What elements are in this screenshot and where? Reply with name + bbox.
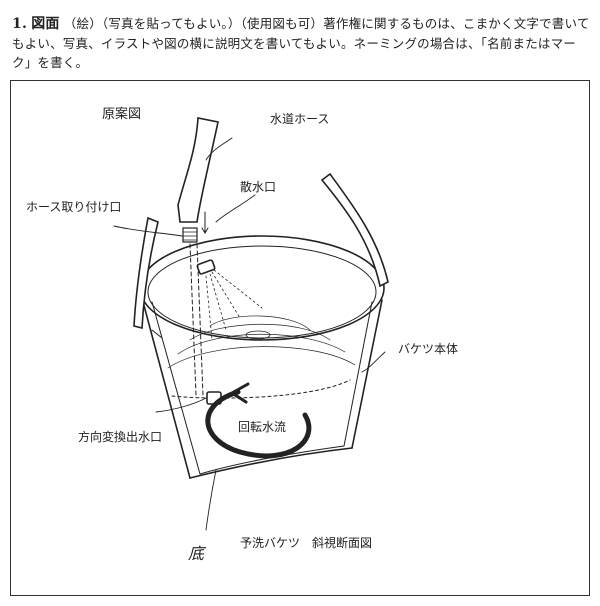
drawing-frame <box>10 80 590 596</box>
bucket-bottom <box>189 447 353 479</box>
rotation-flow-arrow <box>205 389 312 459</box>
label-bottom: 底 <box>188 544 205 563</box>
section-instructions: （絵）（写真を貼ってもよい。）（使用図も可）著作権に関するものは、こまかく文字で… <box>12 16 590 70</box>
label-water-hose: 水道ホース <box>270 112 330 126</box>
section-number: 1. <box>12 16 28 32</box>
label-rotation-flow: 回転水流 <box>238 420 287 434</box>
diagram-caption: 予洗バケツ 斜視断面図 <box>240 536 373 550</box>
section-title: 図面 <box>31 16 60 32</box>
right-handle <box>320 172 389 288</box>
label-hose-inlet: ホース取り付け口 <box>26 200 122 214</box>
diagram-title: 原案図 <box>102 107 142 122</box>
hose-shape <box>177 117 219 223</box>
bucket-wall <box>141 297 191 479</box>
instruction-text: 1. 図面 （絵）（写真を貼ってもよい。）（使用図も可）著作権に関するものは、こ… <box>12 14 590 72</box>
left-handle <box>133 216 159 330</box>
label-direction-outlet: 方向変換出水口 <box>78 430 163 444</box>
label-spray-outlet: 散水口 <box>240 180 277 194</box>
label-bucket-body: バケツ本体 <box>398 342 459 356</box>
